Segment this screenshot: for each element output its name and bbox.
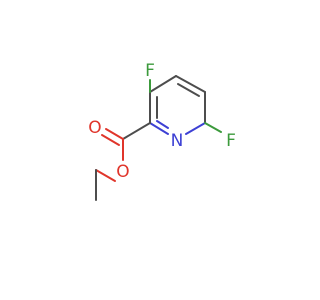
fluorine-top-label: F <box>145 61 155 81</box>
bond-c4-c5-inner <box>177 83 200 97</box>
molecule-structure: F F N O O <box>88 61 236 201</box>
bond-c2-carbonyl <box>122 122 151 140</box>
bond-carbonyl-o-1 <box>105 128 124 140</box>
carbonyl-oxygen-label: O <box>88 118 101 138</box>
bond-c3-c4 <box>149 75 177 93</box>
bond-c6-n <box>185 122 206 135</box>
structure-canvas: F F N O O <box>88 61 236 201</box>
bond-carbonyl-o-2 <box>101 134 120 146</box>
bond-ester-o-ch2 <box>95 169 116 182</box>
fluorine-right-label: F <box>226 131 236 151</box>
bond-n-c2 <box>149 122 169 135</box>
bond-n-c2-inner <box>156 120 169 129</box>
nitrogen-label: N <box>171 131 184 151</box>
bond-c4-c5 <box>175 75 206 93</box>
bond-c6-f <box>204 122 222 133</box>
ester-oxygen-label: O <box>116 162 129 182</box>
